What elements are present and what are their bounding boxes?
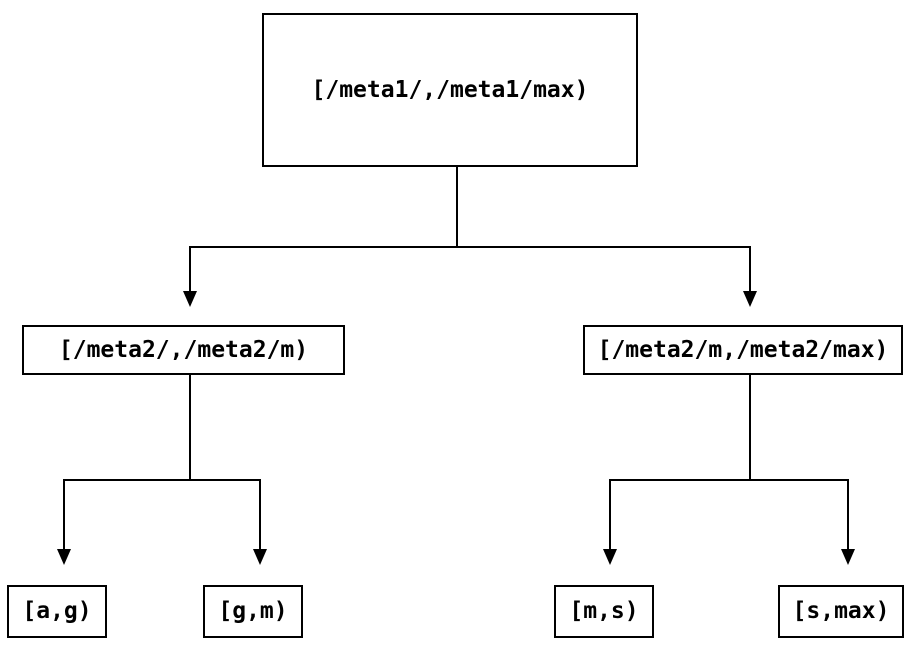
arrow-down-icon	[743, 291, 757, 307]
tree-node-root-label: [/meta1/,/meta1/max)	[311, 76, 589, 103]
tree-leaf-ag: [a,g)	[7, 585, 107, 638]
tree-leaf-gm: [g,m)	[203, 585, 303, 638]
tree-node-meta2-low: [/meta2/,/meta2/m)	[22, 325, 345, 375]
tree-leaf-smax-label: [s,max)	[792, 598, 890, 624]
tree-node-meta2-high: [/meta2/m,/meta2/max)	[583, 325, 903, 375]
arrow-down-icon	[57, 549, 71, 565]
tree-node-meta2-low-label: [/meta2/,/meta2/m)	[58, 336, 309, 363]
tree-leaf-smax: [s,max)	[778, 585, 904, 638]
tree-leaf-ms: [m,s)	[554, 585, 654, 638]
tree-leaf-gm-label: [g,m)	[218, 598, 288, 624]
tree-leaf-ag-label: [a,g)	[22, 598, 92, 624]
arrow-down-icon	[253, 549, 267, 565]
tree-node-root: [/meta1/,/meta1/max)	[262, 13, 638, 167]
arrow-down-icon	[841, 549, 855, 565]
arrow-down-icon	[603, 549, 617, 565]
tree-node-meta2-high-label: [/meta2/m,/meta2/max)	[597, 336, 889, 363]
tree-leaf-ms-label: [m,s)	[569, 598, 639, 624]
arrow-down-icon	[183, 291, 197, 307]
